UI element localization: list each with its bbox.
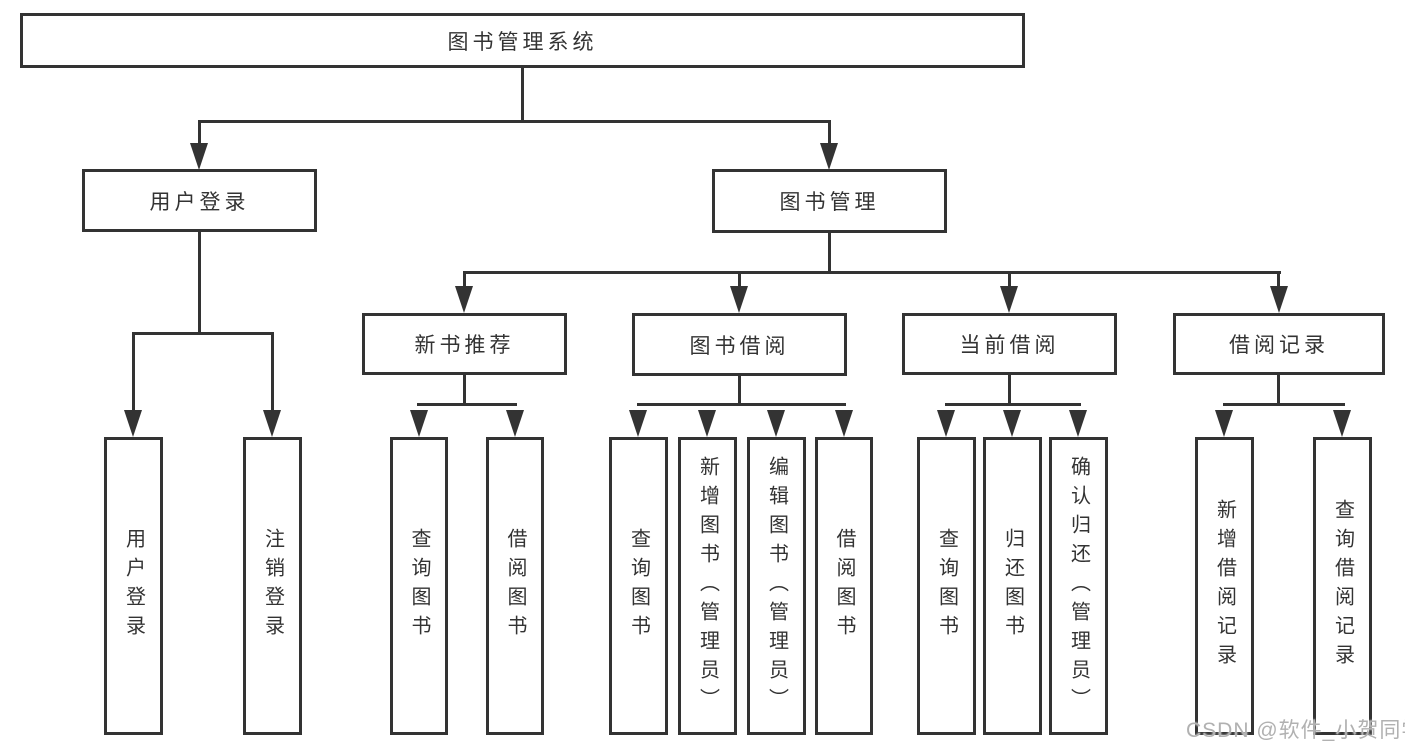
leaf-label: 查询图书: [935, 528, 958, 644]
arrow-down-icon: [767, 410, 785, 437]
leaf-label: 查询借阅记录: [1331, 499, 1354, 673]
connector-line: [1223, 403, 1345, 406]
arrow-down-icon: [1270, 286, 1288, 313]
leaf-add-borrow-record: 新增借阅记录: [1195, 437, 1254, 735]
leaf-label: 查询图书: [408, 528, 430, 644]
leaf-add-books-admin: 新增图书（管理员）: [678, 437, 737, 735]
arrow-down-icon: [263, 410, 281, 437]
arrow-down-icon: [820, 143, 838, 170]
arrow-down-icon: [1069, 410, 1087, 437]
connector-line: [828, 120, 831, 146]
connector-line: [1277, 271, 1280, 289]
arrow-down-icon: [455, 286, 473, 313]
leaf-logout: 注销登录: [243, 437, 302, 735]
connector-line: [1008, 271, 1011, 289]
leaf-edit-books-admin: 编辑图书（管理员）: [747, 437, 806, 735]
arrow-down-icon: [629, 410, 647, 437]
node-book-borrow: 图书借阅: [632, 313, 847, 376]
arrow-down-icon: [835, 410, 853, 437]
csdn-watermark: CSDN @软件_小贺同学: [1186, 719, 1405, 742]
node-book-management: 图书管理: [712, 169, 947, 233]
connector-line: [132, 332, 274, 335]
leaf-label: 注销登录: [261, 528, 284, 644]
arrow-down-icon: [1003, 410, 1021, 437]
connector-line: [463, 271, 1281, 274]
connector-line: [828, 233, 831, 274]
connector-line: [198, 120, 201, 146]
node-borrow-records: 借阅记录: [1173, 313, 1385, 375]
arrow-down-icon: [937, 410, 955, 437]
leaf-label: 确认归还（管理员）: [1067, 455, 1090, 717]
leaf-return-books: 归还图书: [983, 437, 1042, 735]
connector-line: [738, 271, 741, 289]
arrow-down-icon: [730, 286, 748, 313]
arrow-down-icon: [410, 410, 428, 437]
arrow-down-icon: [1000, 286, 1018, 313]
connector-line: [271, 332, 274, 412]
leaf-query-books-recommend: 查询图书: [390, 437, 448, 735]
node-current-borrow: 当前借阅: [902, 313, 1117, 375]
leaf-confirm-return-admin: 确认归还（管理员）: [1049, 437, 1108, 735]
leaf-query-borrow-record: 查询借阅记录: [1313, 437, 1372, 735]
connector-line: [521, 68, 524, 122]
connector-line: [1008, 375, 1011, 406]
leaf-query-books-current: 查询图书: [917, 437, 976, 735]
connector-line: [198, 232, 201, 335]
node-root: 图书管理系统: [20, 13, 1025, 68]
leaf-label: 借阅图书: [504, 528, 526, 644]
connector-line: [417, 403, 517, 406]
arrow-down-icon: [1215, 410, 1233, 437]
leaf-label: 归还图书: [1001, 528, 1024, 644]
connector-line: [637, 403, 846, 406]
arrow-down-icon: [1333, 410, 1351, 437]
connector-line: [132, 332, 135, 412]
connector-line: [198, 120, 831, 123]
connector-line: [463, 271, 466, 289]
leaf-user-login: 用户登录: [104, 437, 163, 735]
arrow-down-icon: [698, 410, 716, 437]
leaf-label: 编辑图书（管理员）: [765, 455, 788, 717]
arrow-down-icon: [124, 410, 142, 437]
leaf-label: 查询图书: [627, 528, 650, 644]
leaf-label: 新增图书（管理员）: [696, 455, 719, 717]
leaf-borrow-books: 借阅图书: [815, 437, 873, 735]
node-user-login: 用户登录: [82, 169, 317, 232]
leaf-label: 借阅图书: [833, 528, 855, 644]
connector-line: [738, 376, 741, 406]
node-new-book-recommend: 新书推荐: [362, 313, 567, 375]
leaf-label: 用户登录: [122, 528, 145, 644]
connector-line: [463, 375, 466, 406]
connector-line: [1277, 375, 1280, 406]
arrow-down-icon: [506, 410, 524, 437]
leaf-borrow-books-recommend: 借阅图书: [486, 437, 544, 735]
leaf-query-books-borrow: 查询图书: [609, 437, 668, 735]
arrow-down-icon: [190, 143, 208, 170]
leaf-label: 新增借阅记录: [1213, 499, 1236, 673]
connector-line: [945, 403, 1081, 406]
